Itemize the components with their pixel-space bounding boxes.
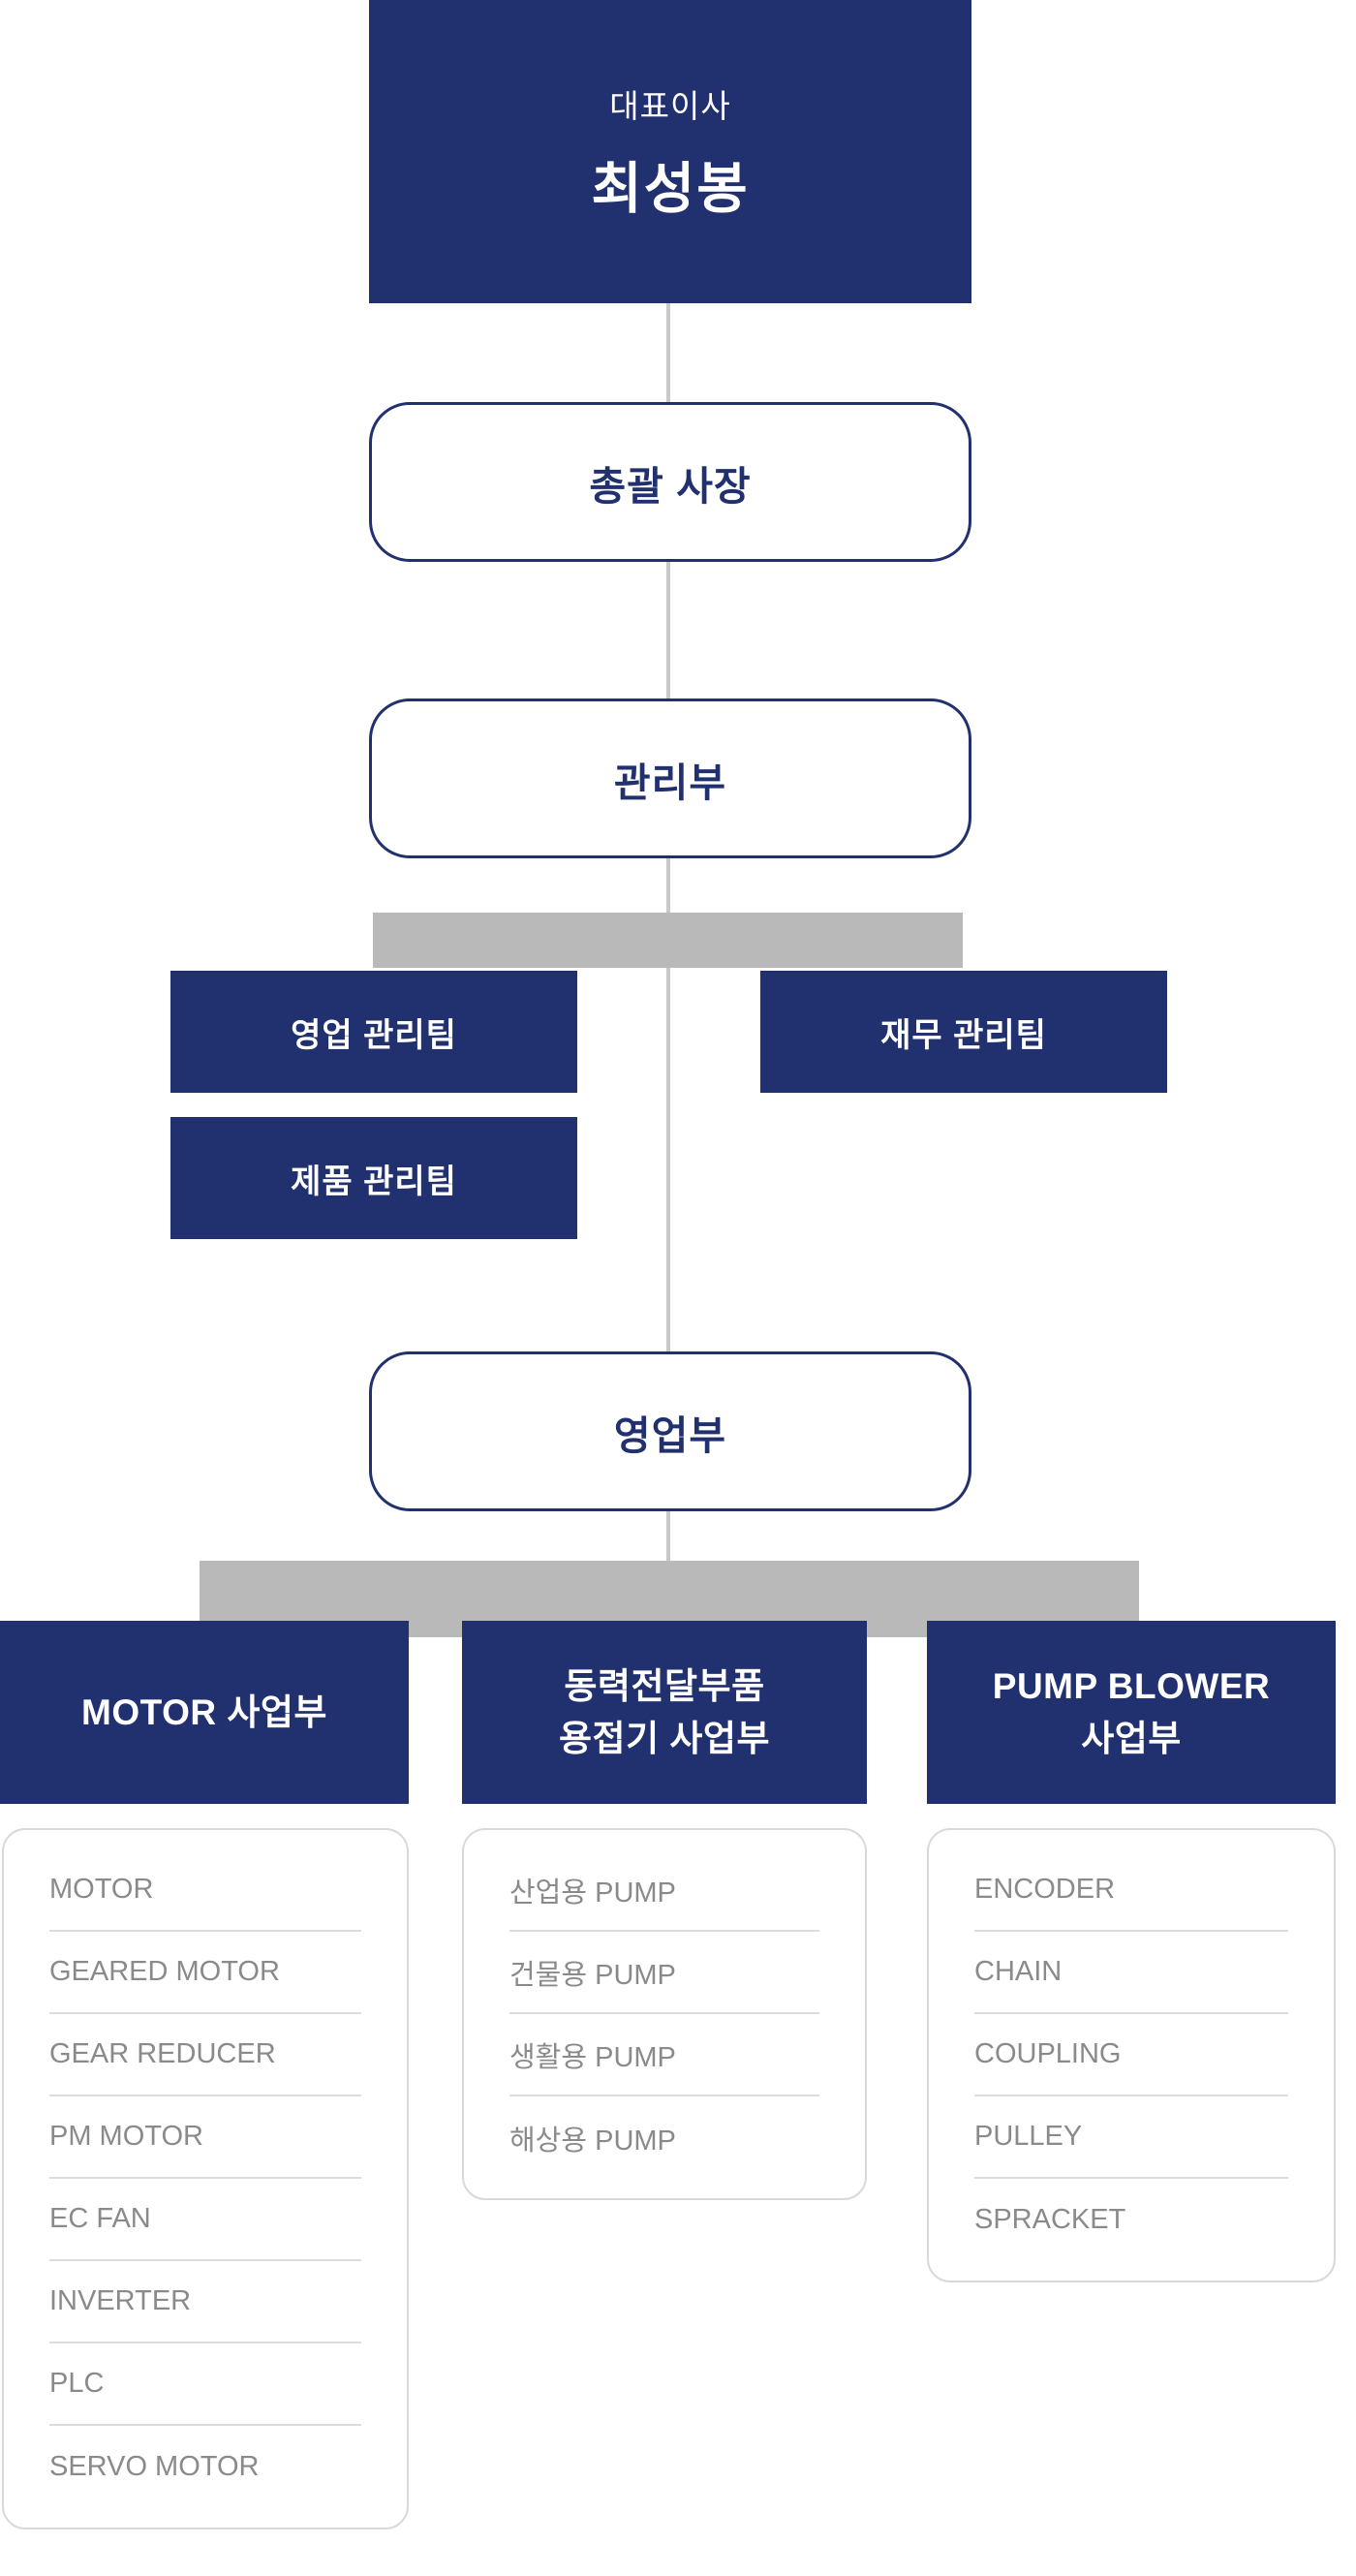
division-header-line: PUMP BLOWER bbox=[992, 1665, 1271, 1706]
division-header-motor: MOTOR 사업부 bbox=[0, 1621, 409, 1804]
division-list-item: 건물용 PUMP bbox=[509, 1932, 819, 2014]
team-node-product-mgmt: 제품 관리팀 bbox=[170, 1117, 577, 1239]
admin-dept-node: 관리부 bbox=[369, 698, 971, 858]
division-list-item: EC FAN bbox=[49, 2179, 361, 2261]
ceo-title: 대표이사 bbox=[609, 87, 731, 124]
division-header-pump-blower: PUMP BLOWER 사업부 bbox=[927, 1621, 1336, 1804]
ceo-node: 대표이사 최성봉 bbox=[369, 0, 971, 303]
sales-dept-node: 영업부 bbox=[369, 1351, 971, 1511]
division-list: 산업용 PUMP 건물용 PUMP 생활용 PUMP 해상용 PUMP bbox=[464, 1849, 865, 2179]
division-list: MOTOR GEARED MOTOR GEAR REDUCER PM MOTOR… bbox=[4, 1849, 407, 2508]
division-header-line: 동력전달부품 bbox=[564, 1665, 765, 1706]
division-list-item: MOTOR bbox=[49, 1849, 361, 1932]
division-list-item: PLC bbox=[49, 2343, 361, 2426]
division-header-line: MOTOR 사업부 bbox=[81, 1691, 327, 1732]
division-list-item: 해상용 PUMP bbox=[509, 2125, 676, 2157]
team-node-finance-mgmt: 재무 관리팀 bbox=[760, 971, 1167, 1093]
division-list-item: 산업용 PUMP bbox=[509, 1849, 819, 1932]
division-list-item: COUPLING bbox=[974, 2014, 1288, 2096]
president-node: 총괄 사장 bbox=[369, 402, 971, 562]
division-list: ENCODER CHAIN COUPLING PULLEY SPRACKET bbox=[929, 1849, 1334, 2261]
division-list-item: ENCODER bbox=[974, 1849, 1288, 1932]
division-header-line: 용접기 사업부 bbox=[558, 1718, 771, 1758]
ceo-name: 최성봉 bbox=[591, 157, 750, 220]
division-list-item: 생활용 PUMP bbox=[509, 2014, 819, 2096]
branch-bar-admin bbox=[373, 913, 963, 968]
division-list-pump-blower: ENCODER CHAIN COUPLING PULLEY SPRACKET bbox=[927, 1828, 1336, 2282]
division-header-power-welding: 동력전달부품 용접기 사업부 bbox=[462, 1621, 867, 1804]
division-list-item: SPRACKET bbox=[974, 2204, 1126, 2235]
division-list-item: GEARED MOTOR bbox=[49, 1932, 361, 2014]
division-list-item: SERVO MOTOR bbox=[49, 2451, 260, 2482]
division-list-item: PULLEY bbox=[974, 2096, 1288, 2179]
division-list-item: CHAIN bbox=[974, 1932, 1288, 2014]
division-list-motor: MOTOR GEARED MOTOR GEAR REDUCER PM MOTOR… bbox=[2, 1828, 409, 2529]
division-list-item: GEAR REDUCER bbox=[49, 2014, 361, 2096]
division-list-item: INVERTER bbox=[49, 2261, 361, 2343]
division-list-item: PM MOTOR bbox=[49, 2096, 361, 2179]
division-list-power-welding: 산업용 PUMP 건물용 PUMP 생활용 PUMP 해상용 PUMP bbox=[462, 1828, 867, 2200]
division-header-line: 사업부 bbox=[1081, 1718, 1182, 1758]
team-node-sales-mgmt: 영업 관리팀 bbox=[170, 971, 577, 1093]
